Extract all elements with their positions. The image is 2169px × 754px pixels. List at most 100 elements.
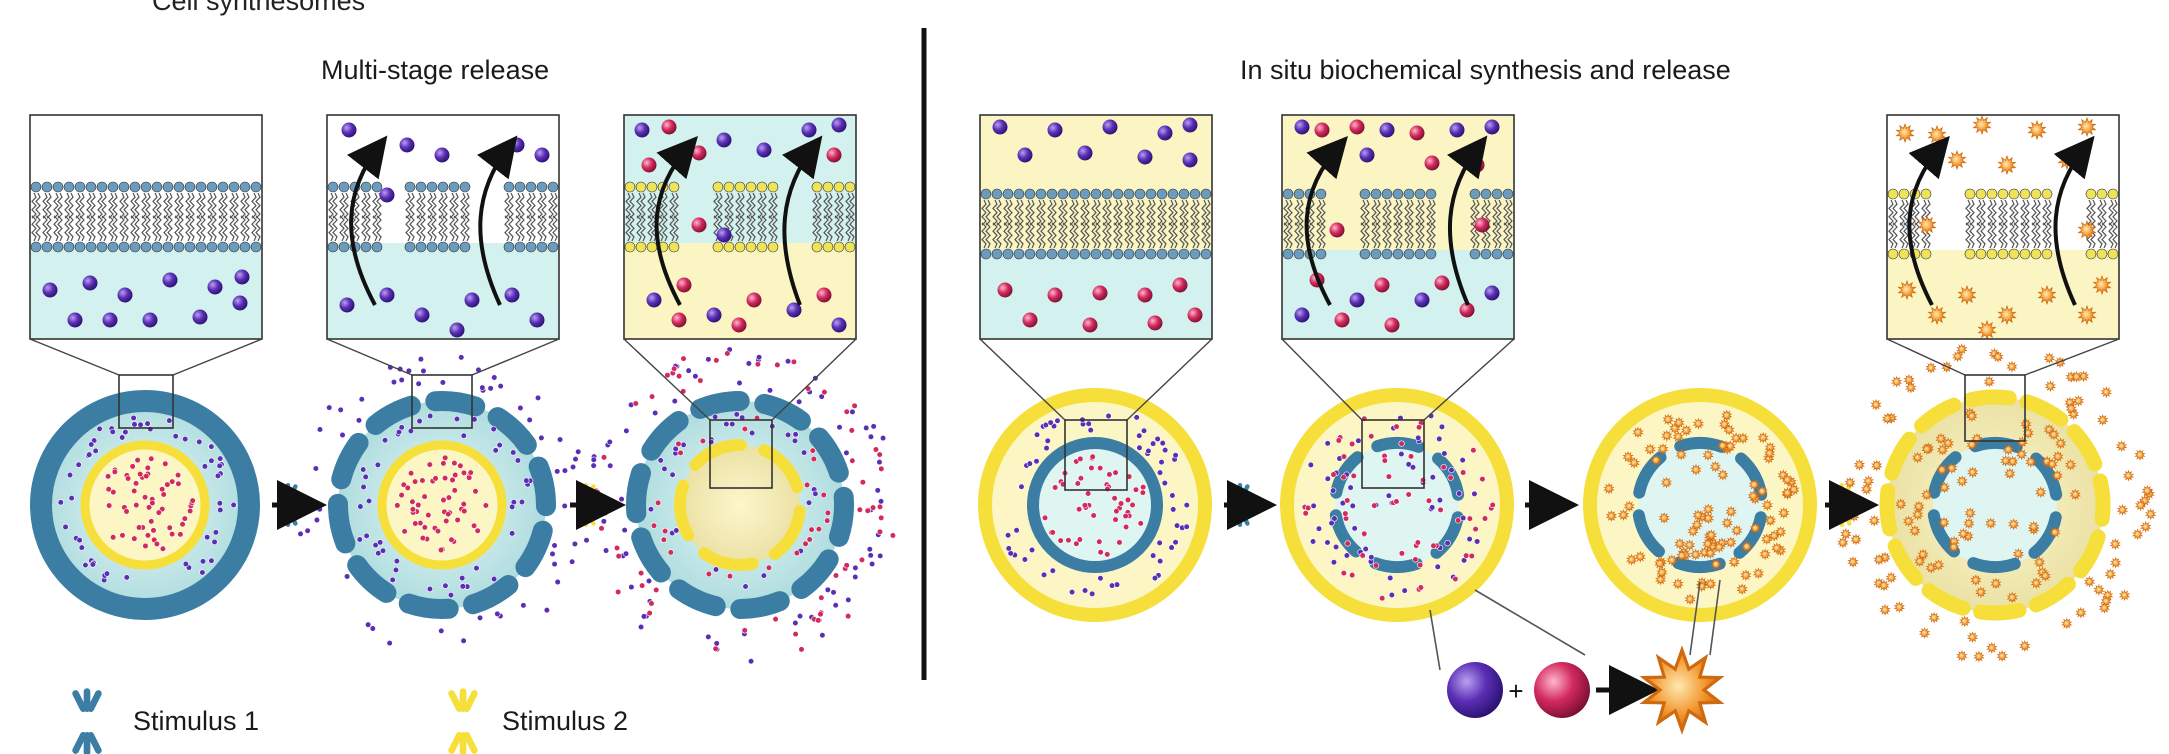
purple-molecule-icon: [360, 466, 367, 473]
product-star-icon: [1644, 443, 1656, 456]
purple-molecule-icon: [316, 426, 324, 433]
product-star-icon: [2077, 304, 2097, 326]
product-star-icon: [1885, 571, 1897, 584]
product-star-icon: [2115, 440, 2128, 452]
product-star-icon: [2049, 526, 2061, 539]
pink-molecule-icon: [448, 536, 455, 543]
product-star-icon: [1853, 459, 1866, 471]
product-star-icon: [2118, 589, 2131, 602]
pink-molecule-icon: [632, 400, 639, 407]
pink-molecule-icon: [1172, 277, 1188, 293]
pink-molecule-icon: [133, 501, 140, 509]
purple-molecule-icon: [1294, 307, 1310, 323]
pink-molecule-icon: [159, 486, 166, 493]
purple-molecule-icon: [509, 530, 516, 537]
purple-molecule-icon: [792, 431, 799, 438]
pink-molecule-icon: [1452, 575, 1459, 583]
purple-molecule-icon: [836, 424, 843, 431]
product-star-icon: [2092, 274, 2112, 296]
pink-molecule-icon: [1122, 523, 1130, 531]
pink-molecule-icon: [1459, 302, 1475, 318]
purple-molecule-icon: [1043, 444, 1050, 452]
purple-molecule-icon: [363, 532, 370, 540]
pink-molecule-icon: [105, 486, 112, 493]
purple-molecule-icon: [622, 550, 630, 557]
product-star-icon: [2072, 395, 2085, 407]
pink-molecule-icon: [409, 498, 416, 505]
product-star-icon: [1870, 398, 1882, 411]
purple-molecule-icon: [398, 424, 405, 431]
purple-molecule-icon: [1484, 119, 1500, 135]
pink-molecule-icon: [153, 540, 161, 548]
pink-molecule-icon: [724, 350, 731, 357]
pink-molecule-icon: [470, 522, 478, 529]
pink-molecule-icon: [598, 525, 605, 532]
pink-molecule-icon: [1349, 440, 1356, 448]
purple-molecule-icon: [801, 122, 817, 138]
shell-fragment: [331, 432, 369, 490]
pink-molecule-icon: [440, 460, 447, 467]
synthesis-stage-4: [1837, 343, 2157, 663]
purple-molecule-icon: [464, 292, 480, 308]
pink-molecule-icon: [1077, 475, 1084, 482]
product-star-icon: [1680, 424, 1692, 437]
product-star-icon: [1935, 432, 1947, 445]
purple-molecule-icon: [590, 456, 597, 463]
pink-molecule-icon: [849, 457, 856, 464]
purple-molecule-icon: [434, 147, 450, 163]
product-star-icon: [2061, 617, 2073, 630]
product-star-icon: [2104, 568, 2116, 581]
pink-molecule-icon: [1398, 440, 1405, 447]
purple-molecule-icon: [1474, 538, 1481, 545]
product-star-icon: [1764, 447, 1776, 460]
fragmented-shell: [1879, 389, 2111, 621]
pink-molecule-icon: [1470, 447, 1477, 454]
purple-molecule-icon: [208, 457, 215, 464]
product-star-icon: [1761, 499, 1773, 511]
purple-molecule-icon: [1017, 147, 1033, 163]
purple-molecule-icon: [142, 312, 158, 328]
purple-molecule-icon: [1331, 515, 1338, 522]
purple-molecule-icon: [199, 558, 207, 565]
purple-molecule-icon: [201, 463, 209, 470]
pink-molecule-icon: [110, 489, 117, 496]
release-arrow-icon: [1304, 136, 1348, 306]
pink-molecule-icon: [166, 524, 173, 531]
purple-molecule-icon: [1309, 538, 1317, 545]
product-star-icon: [1654, 557, 1666, 570]
product-star-icon: [1778, 507, 1790, 519]
purple-molecule-icon: [529, 312, 545, 328]
inner-blue-shell: [1027, 437, 1163, 573]
product-star-icon: [1721, 409, 1733, 422]
pink-molecule-icon: [1349, 571, 1356, 579]
shell-fragment: [689, 439, 747, 472]
purple-molecule-icon: [407, 427, 414, 435]
pink-molecule-icon: [1344, 497, 1351, 504]
product-star-icon: [2077, 219, 2097, 241]
purple-molecule-icon: [812, 490, 819, 497]
pink-molecule-icon: [1052, 484, 1059, 491]
purple-molecule-icon: [230, 501, 237, 509]
pink-molecule-icon: [1534, 662, 1590, 718]
purple-molecule-icon: [792, 619, 799, 627]
product-star-icon: [1691, 518, 1703, 531]
purple-molecule-icon: [1409, 464, 1417, 471]
purple-molecule-icon: [1339, 500, 1346, 507]
pink-molecule-icon: [460, 500, 467, 508]
product-star-icon: [1972, 115, 1992, 136]
product-star-icon: [2027, 119, 2047, 141]
purple-molecule-icon: [1033, 431, 1041, 438]
purple-molecule-icon: [427, 412, 434, 420]
pink-molecule-icon: [876, 503, 884, 510]
purple-molecule-icon: [75, 461, 82, 468]
purple-molecule-icon: [602, 547, 610, 554]
pink-molecule-icon: [691, 145, 707, 161]
pink-molecule-icon: [1104, 485, 1111, 493]
product-star-icon: [1690, 463, 1702, 476]
pink-molecule-icon: [1409, 125, 1425, 141]
purple-molecule-icon: [729, 421, 736, 428]
purple-molecule-icon: [212, 529, 219, 536]
product-star-icon: [2037, 284, 2057, 306]
product-star-icon: [1683, 539, 1696, 551]
purple-molecule-icon: [534, 147, 550, 163]
